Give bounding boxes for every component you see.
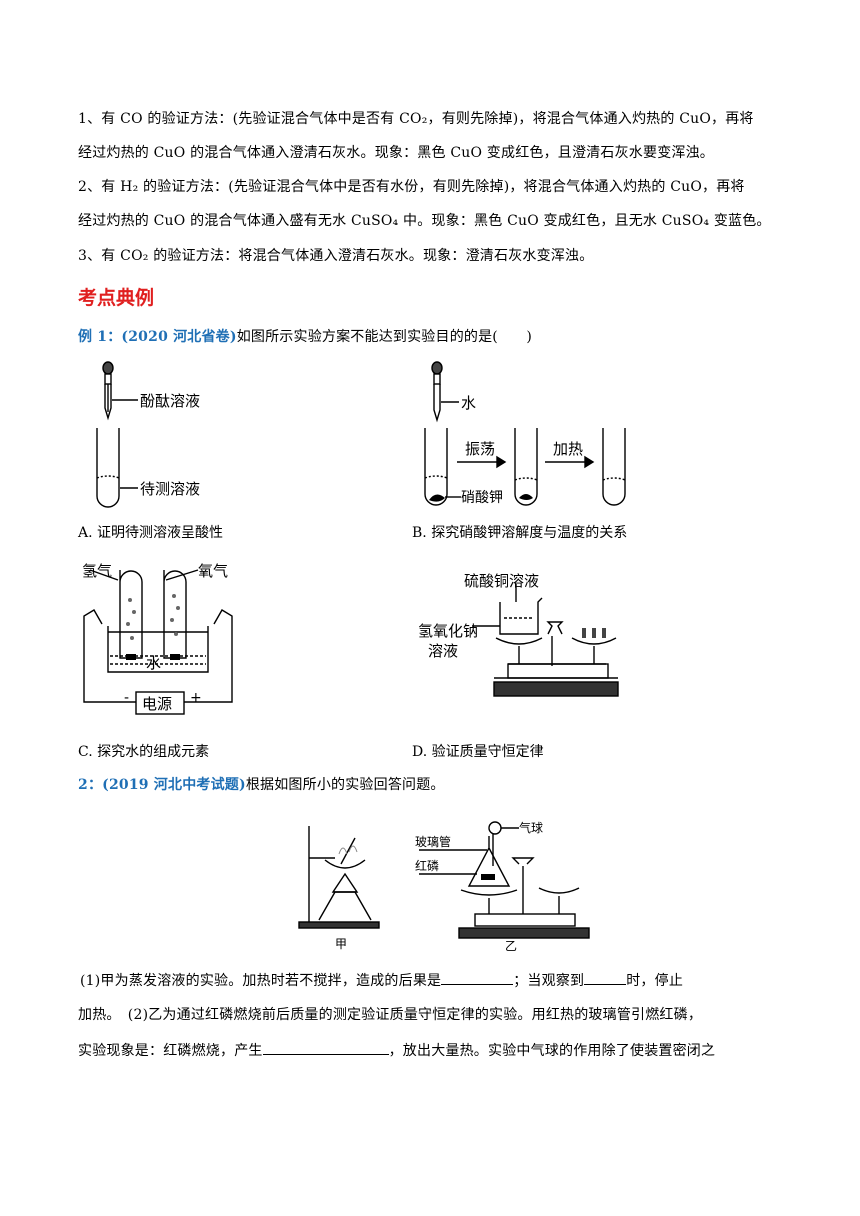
figure-yi-glass-tube-label: 玻璃管 (415, 834, 451, 849)
figure-a-solution-label: 待测溶液 (140, 480, 200, 498)
answer-blank-2[interactable] (584, 970, 627, 985)
figure-b-water-label: 水 (461, 394, 476, 412)
answer-blank-3[interactable] (262, 1040, 389, 1055)
method-1-line-1: 1、有 CO 的验证方法：(先验证混合气体中是否有 CO₂，有则先除掉)，将混合… (78, 111, 754, 127)
method-2-line-1: 2、有 H₂ 的验证方法：(先验证混合气体中是否有水份，有则先除掉)，将混合气体… (78, 179, 745, 195)
figure-c-oxygen-label: 氧气 (198, 562, 228, 580)
figure-b-shake-label: 振荡 (465, 440, 495, 458)
question-2-line-2: 实验现象是：红磷燃烧，产生 ，放出大量热。实验中气球的作用除了使装置密闭之 (78, 1040, 715, 1061)
figure-b-heat-label: 加热 (553, 440, 583, 458)
example-1-label: 例 1：(2020 河北省卷) (78, 329, 237, 345)
figure-c-hydrogen-label: 氢气 (82, 562, 112, 580)
method-1-line-2: 经过灼热的 CuO 的混合气体通入澄清石灰水。现象：黑色 CuO 变成红色，且澄… (78, 145, 715, 161)
example-2-label: 2：(2019 河北中考试题) (78, 777, 246, 793)
question-1-text-b: ；当观察到 (513, 973, 585, 989)
answer-blank-1[interactable] (441, 970, 514, 985)
figure-a-reagent-label: 酚酞溶液 (140, 392, 200, 410)
figure-d-naoh-label-line1: 氢氧化钠 (418, 622, 478, 640)
method-3-line: 3、有 CO₂ 的验证方法：将混合气体通入澄清石灰水。现象：澄清石灰水变浑浊。 (78, 248, 594, 264)
figure-b-solid-label: 硝酸钾 (461, 490, 503, 506)
figure-b-solubility-experiment: 水 振荡 加热 硝酸钾 (424, 361, 626, 506)
method-2-line-2: 经过灼热的 CuO 的混合气体通入盛有无水 CuSO₄ 中。现象：黑色 CuO … (78, 213, 771, 229)
figure-yi-red-phosphorus-setup: 气球 玻璃管 红磷 乙 (415, 820, 590, 952)
example-1-question: 例 1：(2020 河北省卷)如图所示实验方案不能达到实验目的的是( ) (78, 327, 532, 347)
question-2-text-a: 实验现象是：红磷燃烧，产生 (78, 1043, 263, 1059)
figure-c-water-label: 水 (146, 654, 161, 672)
figure-yi-red-phosphorus-label: 红磷 (415, 858, 439, 873)
question-1-text-a: (1)甲为蒸发溶液的实验。加热时若不搅拌，造成的后果是 (80, 973, 442, 989)
figure-a-phenolphthalein-test: 酚酞溶液 待测溶液 (96, 361, 200, 508)
figure-c-power-label: 电源 (142, 695, 172, 713)
figure-c-plus-label: + (190, 690, 202, 706)
figure-c-electrolysis-apparatus: 氢气 氧气 水 电源 - + (82, 562, 233, 715)
figure-yi-balloon-label: 气球 (519, 820, 543, 835)
example-2-text: 根据如图所小的实验回答问题。 (245, 777, 445, 793)
figure-d-cuso4-label: 硫酸铜溶液 (464, 572, 539, 590)
figure-jia-label: 甲 (335, 937, 347, 951)
figure-d-caption: D. 验证质量守恒定律 (412, 744, 544, 760)
figure-d-mass-conservation-balance: 硫酸铜溶液 氢氧化钠 溶液 (418, 572, 619, 697)
figure-jia-evaporation-setup: 甲 (298, 826, 380, 951)
example-2-question: 2：(2019 河北中考试题)根据如图所小的实验回答问题。 (78, 775, 445, 795)
question-1-text-c: 时，停止 (626, 973, 684, 989)
question-2-text-b: ，放出大量热。实验中气球的作用除了使装置密闭之 (388, 1043, 716, 1059)
question-1-line: (1)甲为蒸发溶液的实验。加热时若不搅拌，造成的后果是 ；当观察到 时，停止 (80, 970, 683, 991)
section-title: 考点典例 (78, 287, 155, 309)
question-2-line-1: 加热。 (2)乙为通过红磷燃烧前后质量的测定验证质量守恒定律的实验。用红热的玻璃… (78, 1007, 703, 1023)
figure-b-caption: B. 探究硝酸钾溶解度与温度的关系 (412, 525, 628, 541)
figure-a-caption: A. 证明待测溶液呈酸性 (78, 525, 224, 541)
figure-c-minus-label: - (124, 690, 129, 706)
figure-d-naoh-label-line2: 溶液 (428, 642, 458, 660)
figure-yi-label: 乙 (505, 939, 517, 952)
example-1-text: 如图所示实验方案不能达到实验目的的是( ) (236, 329, 533, 345)
figure-c-caption: C. 探究水的组成元素 (78, 744, 210, 760)
